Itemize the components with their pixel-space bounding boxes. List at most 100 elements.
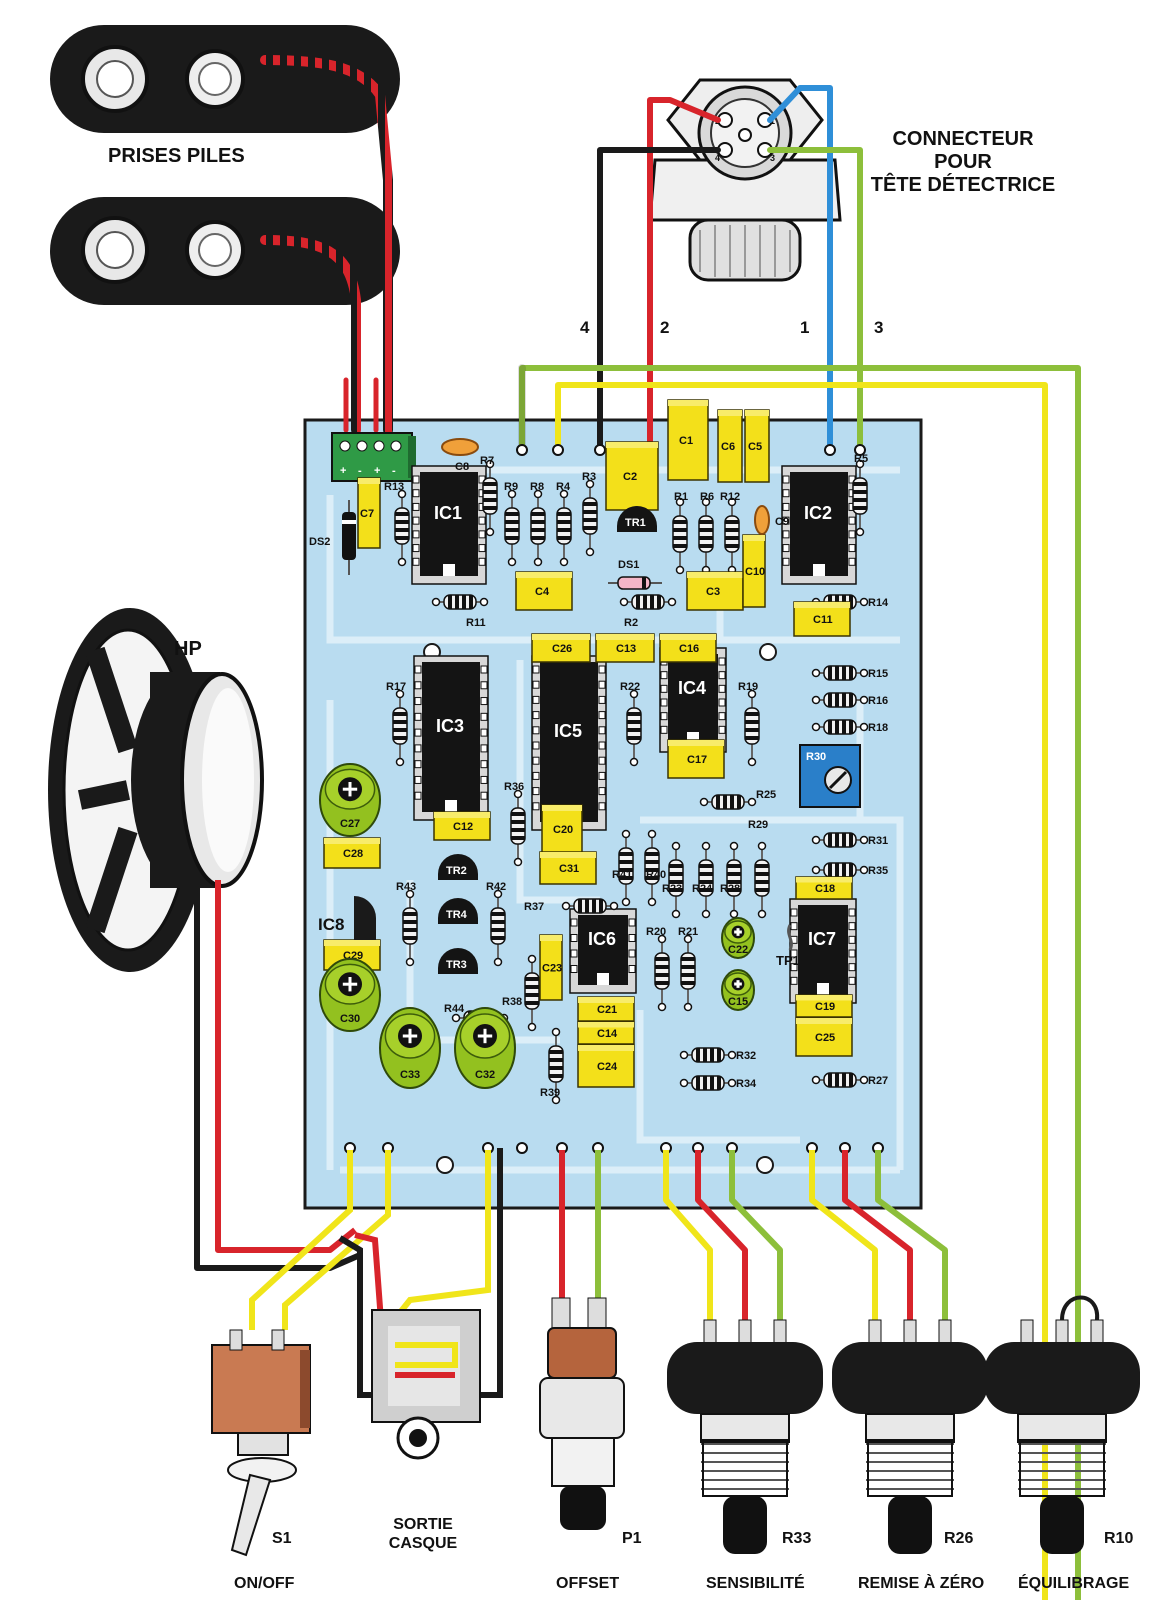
- capacitor-label-c6: C6: [721, 441, 735, 453]
- electrolytic-capacitor-c33: C33: [379, 1007, 441, 1089]
- resistor-r5: R5: [852, 453, 868, 537]
- c8-label: C8: [455, 461, 469, 473]
- capacitor-label-c20: C20: [553, 824, 573, 836]
- resistor-label-r21: R21: [678, 926, 698, 938]
- resistor-r25: R25: [699, 789, 776, 810]
- capacitor-c21: C21: [577, 996, 635, 1022]
- ic-label-ic6: IC6: [588, 929, 616, 949]
- transistor-tr1: TR1: [617, 506, 657, 532]
- transistor-label-tr2: TR2: [446, 865, 467, 877]
- capacitor-label-c28: C28: [343, 848, 363, 860]
- electrolytic-capacitor-c22: C22: [721, 917, 755, 959]
- resistor-r34: R34: [679, 1075, 757, 1091]
- resistor-r23: R23: [662, 841, 684, 919]
- capacitor-label-c1: C1: [679, 435, 693, 447]
- pot-r10[interactable]: [984, 1319, 1140, 1554]
- capacitor-c1: C1: [667, 399, 709, 481]
- capacitor-layer: C1C2C3C4C5C6C7C10C11C12C13C14C16C17C18C1…: [323, 399, 853, 1088]
- pot-r33-label: R33: [782, 1530, 812, 1547]
- capacitor-c28: C28: [323, 837, 381, 869]
- r30-label: R30: [806, 751, 826, 763]
- resistor-label-r2: R2: [624, 617, 638, 629]
- electrolytic-label-c30: C30: [340, 1013, 360, 1025]
- ic-label-ic5: IC5: [554, 721, 582, 741]
- resistor-label-r17: R17: [386, 681, 406, 693]
- resistor-label-r1: R1: [674, 491, 688, 503]
- capacitor-label-c3: C3: [706, 586, 720, 598]
- pot-r26[interactable]: [832, 1319, 988, 1554]
- c9-label: C9: [775, 516, 789, 528]
- ic-label-ic3: IC3: [436, 716, 464, 736]
- mounting-holes: [423, 643, 777, 1174]
- resistor-r41: R41: [612, 829, 634, 907]
- resistor-r40: R40: [644, 829, 666, 907]
- capacitor-label-c5: C5: [748, 441, 762, 453]
- toggle-switch-s1[interactable]: [211, 1329, 311, 1557]
- resistor-r1: R1: [672, 491, 688, 575]
- pot-r26-function-label: REMISE À ZÉRO: [858, 1575, 985, 1592]
- headphone-jack[interactable]: [371, 1309, 481, 1460]
- capacitor-c13: C13: [595, 633, 655, 663]
- electrolytic-label-c33: C33: [400, 1069, 420, 1081]
- resistor-r8: R8: [530, 481, 546, 567]
- speaker-hp: [48, 608, 264, 972]
- ic-ic7: IC7: [789, 898, 857, 1004]
- capacitor-c18: C18: [795, 876, 853, 900]
- diode-ds2: DS2: [309, 500, 356, 575]
- resistor-r6: R6: [698, 491, 714, 575]
- pot-r33[interactable]: [667, 1319, 823, 1554]
- capacitor-c31: C31: [539, 851, 597, 885]
- resistor-label-r6: R6: [700, 491, 714, 503]
- capacitor-c24: C24: [577, 1044, 635, 1088]
- resistor-r18: R18: [811, 719, 888, 735]
- capacitor-c7: C7: [357, 477, 381, 549]
- resistor-r16: R16: [811, 692, 888, 708]
- battery-clips-label: PRISES PILES: [108, 145, 245, 167]
- resistor-r42: R42: [486, 881, 506, 967]
- capacitor-c26: C26: [531, 633, 591, 663]
- resistor-layer: R1R2R3R4R5R6R7R8R9R11R12R13R14R15R16R17R…: [384, 453, 889, 1105]
- resistor-r43: R43: [396, 881, 418, 967]
- capacitor-label-c4: C4: [535, 586, 550, 598]
- transistor-label-tr3: TR3: [446, 959, 467, 971]
- resistor-r32: R32: [679, 1047, 756, 1063]
- resistor-label-r43: R43: [396, 881, 416, 893]
- capacitor-label-c16: C16: [679, 643, 699, 655]
- wire-number-3: 3: [874, 318, 883, 337]
- electrolytic-capacitor-c30: C30: [319, 958, 381, 1032]
- regulator-ic8: IC8: [318, 896, 376, 940]
- electrolytic-capacitor-c27: C27: [319, 763, 381, 837]
- pushbutton-p1[interactable]: [539, 1297, 625, 1530]
- resistor-label-r9: R9: [504, 481, 518, 493]
- electrolytic-label-c27: C27: [340, 818, 360, 830]
- pot-r10-function-label: ÉQUILIBRAGE: [1018, 1575, 1130, 1592]
- ic-ic1: IC1: [411, 465, 487, 585]
- electrolytic-capacitor-c15: C15: [721, 969, 755, 1011]
- resistor-label-r20: R20: [646, 926, 666, 938]
- pot-layer: [667, 1295, 1140, 1554]
- capacitor-c3: C3: [686, 571, 744, 611]
- resistor-r28: R28: [720, 841, 742, 919]
- resistor-r36: R36: [504, 781, 526, 867]
- wire-number-4: 4: [580, 318, 590, 337]
- ic8-label: IC8: [318, 915, 344, 934]
- resistor-r12: R12: [720, 491, 740, 575]
- ic-ic3: IC3: [413, 655, 489, 821]
- resistor-label-r42: R42: [486, 881, 506, 893]
- resistor-label-r36: R36: [504, 781, 524, 793]
- capacitor-label-c11: C11: [813, 614, 833, 626]
- resistor-label-r37: R37: [524, 901, 544, 913]
- switch-function-label: ON/OFF: [234, 1575, 295, 1592]
- connector-pin-3: 3: [770, 153, 775, 163]
- speaker-label: HP: [174, 638, 202, 660]
- test-point-tp1: TP1: [776, 924, 800, 968]
- wire-number-2: 2: [660, 318, 669, 337]
- resistor-label-r13: R13: [384, 481, 404, 493]
- terminal-plus-2: +: [374, 465, 380, 477]
- resistor-r22: R22: [620, 681, 642, 767]
- resistor-label-r44: R44: [444, 1003, 465, 1015]
- capacitor-c10: C10: [742, 534, 766, 608]
- resistor-label-r29: R29: [748, 819, 768, 831]
- resistor-r19: R19: [738, 681, 760, 767]
- resistor-label-r25: R25: [756, 789, 776, 801]
